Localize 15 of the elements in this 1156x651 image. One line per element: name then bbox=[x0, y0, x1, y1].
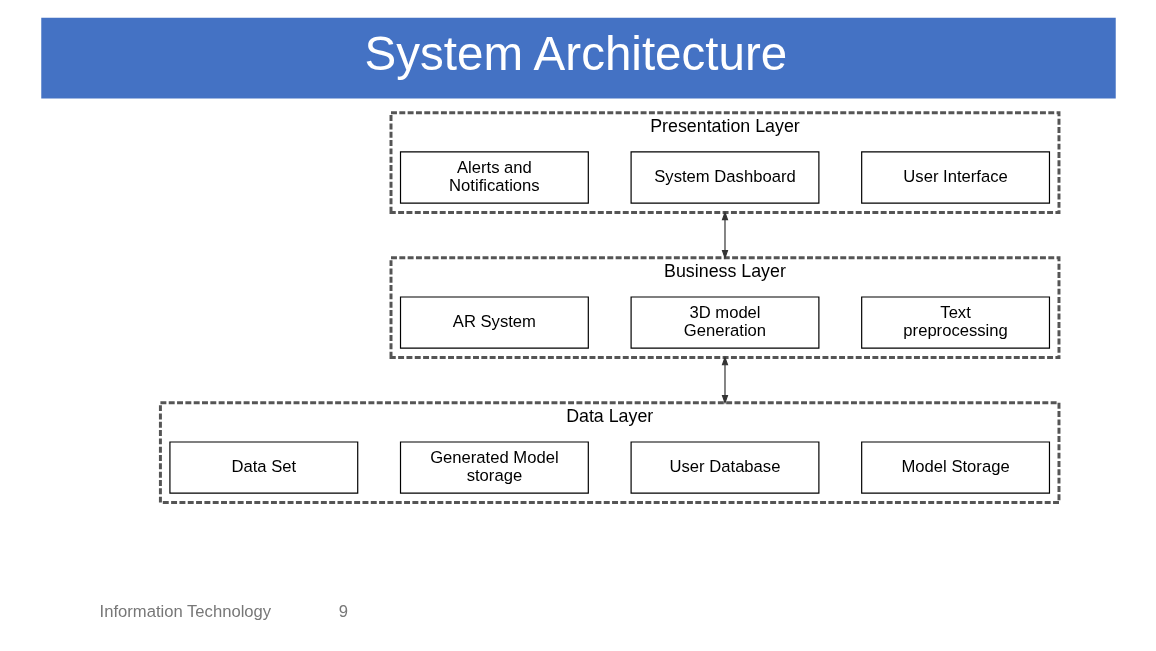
node-box: Text preprocessing bbox=[860, 296, 1050, 349]
diagram-title: System Architecture bbox=[364, 26, 787, 80]
node-box: User Interface bbox=[860, 151, 1050, 204]
arrow bbox=[721, 355, 728, 405]
node-box: Model Storage bbox=[860, 441, 1050, 494]
label: 9 bbox=[338, 601, 348, 621]
arrow bbox=[721, 210, 728, 260]
node-box: 3D model Generation bbox=[630, 296, 819, 349]
node-box: Alerts and Notifications bbox=[399, 151, 589, 204]
node-box: Generated Model storage bbox=[399, 441, 589, 494]
label: Information Technology bbox=[99, 601, 271, 621]
node-box: AR System bbox=[399, 296, 589, 349]
node-box: Data Set bbox=[168, 441, 358, 494]
node-box: User Database bbox=[630, 441, 819, 494]
node-box: System Dashboard bbox=[630, 151, 819, 204]
